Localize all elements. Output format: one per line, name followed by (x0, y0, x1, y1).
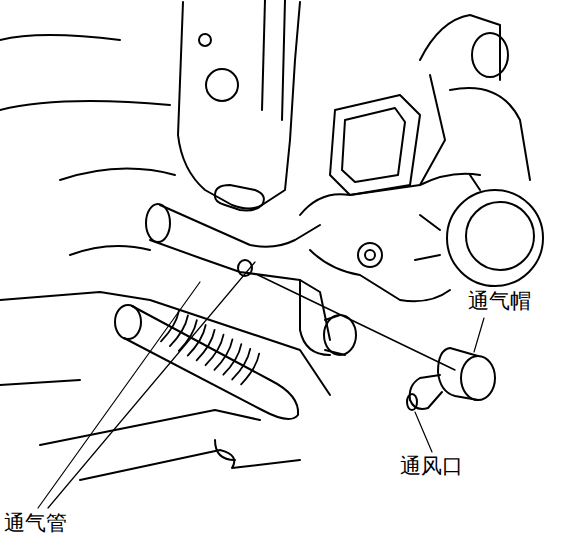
tube-ribs (161, 311, 259, 385)
vent-outlet (407, 394, 417, 410)
tube-line (262, 0, 285, 120)
unit-arm (420, 75, 445, 185)
body-line (60, 169, 175, 180)
connector-housing (342, 108, 405, 182)
rib (415, 175, 480, 260)
leader-line (474, 318, 484, 352)
tube-rib (197, 330, 215, 361)
tube-rib (179, 320, 197, 351)
tube-rib (214, 339, 232, 370)
part-label: 通气管 (2, 512, 69, 535)
tube-rib (223, 344, 241, 375)
body-line (0, 35, 120, 40)
tube-rib (232, 349, 250, 380)
unit-body (450, 88, 530, 180)
connector-housing (330, 95, 420, 195)
vent-cap (461, 356, 495, 400)
leader-line (48, 262, 255, 508)
body-line (0, 380, 80, 385)
body-line (0, 292, 330, 395)
vent-tube-tip (262, 380, 298, 419)
vent-cap (438, 348, 478, 400)
bracket-slot (215, 185, 264, 210)
part-label: 通风口 (398, 455, 465, 478)
body-line (0, 101, 170, 110)
body-line (80, 450, 300, 480)
tube-rib (241, 354, 259, 385)
bolt-head (358, 243, 382, 267)
fitting (324, 315, 356, 355)
tube-rib (206, 335, 224, 366)
body-line (215, 440, 235, 460)
leader-line (415, 412, 432, 452)
body-line (40, 410, 260, 445)
bracket-boss (206, 69, 238, 101)
bushing (146, 204, 170, 242)
tube-end (115, 305, 141, 339)
leader-line (38, 282, 200, 508)
body-line (70, 246, 150, 255)
round-cover (447, 190, 543, 286)
bolt-head (365, 250, 375, 260)
assembly-line (258, 275, 455, 370)
unit-arm (420, 15, 500, 80)
arm (160, 205, 320, 247)
arm (150, 240, 330, 340)
part-label: 通气帽 (466, 290, 533, 313)
bracket-hole (199, 34, 211, 46)
tube-rib (188, 325, 206, 356)
unit-boss (472, 33, 508, 77)
vent-outlet (410, 375, 442, 409)
round-cover (466, 202, 534, 270)
fitting (325, 315, 345, 355)
unit-body (300, 174, 480, 215)
